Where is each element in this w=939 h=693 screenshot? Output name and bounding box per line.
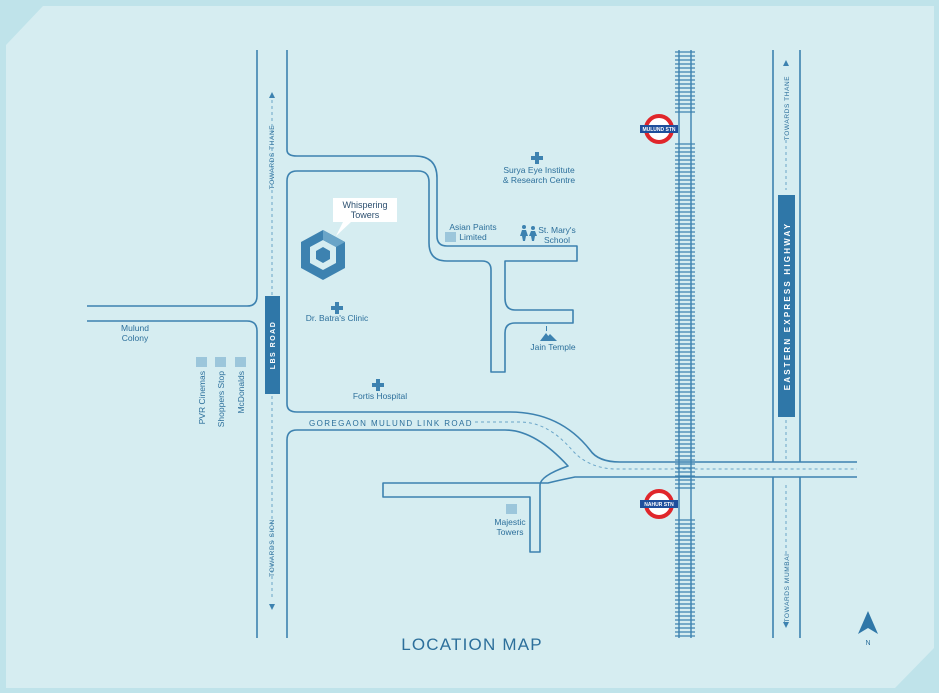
- project-name-line1: Whispering: [342, 200, 387, 210]
- mulund-colony-label-line1: Mulund: [121, 323, 149, 333]
- mcdonalds-label: McDonalds: [236, 371, 246, 414]
- map-background: [6, 6, 934, 688]
- medical-plus-icon: [372, 379, 384, 391]
- road-center-lines: [475, 140, 857, 555]
- arrow-up-icon: [269, 92, 275, 98]
- majestic-label-line1: Majestic: [494, 517, 526, 527]
- link-road-center-line: [475, 421, 857, 470]
- highway-arrow-up-icon: [783, 60, 789, 66]
- road-network: [87, 50, 857, 638]
- landmark-labels: Surya Eye Institute & Research Centre As…: [121, 165, 576, 537]
- lbs-north-direction: TOWARDS THANE: [269, 125, 276, 189]
- building-square-icon: [506, 504, 517, 514]
- st-marys-label-line2: School: [544, 235, 570, 245]
- temple-icon: [540, 326, 557, 341]
- lbs-road-east-edge: [286, 50, 857, 463]
- asian-paints-label-line2: Limited: [459, 232, 487, 242]
- lbs-south-direction: TOWARDS SION: [269, 519, 276, 577]
- jain-temple-label: Jain Temple: [530, 342, 575, 352]
- railway-sleepers: [675, 51, 695, 637]
- highway-label: EASTERN EXPRESS HIGHWAY: [783, 222, 792, 391]
- school-children-icon: [520, 225, 537, 241]
- building-square-icon: [235, 357, 246, 367]
- pvr-label: PVR Cinemas: [197, 371, 207, 424]
- highway-arrow-down-icon: [783, 622, 789, 628]
- st-marys-label-line1: St. Mary's: [538, 225, 576, 235]
- lbs-road-west-edge: [87, 50, 258, 638]
- surya-label-line2: & Research Centre: [503, 175, 576, 185]
- lbs-direction-markers: [269, 92, 275, 610]
- project-name-box: [333, 198, 397, 222]
- north-arrow-icon: N: [858, 611, 878, 647]
- medical-plus-icon: [531, 152, 543, 164]
- station-mulund: MULUND STN: [640, 114, 678, 144]
- north-label: N: [865, 640, 870, 647]
- lbs-road-badge: [265, 296, 280, 394]
- fortis-label: Fortis Hospital: [353, 391, 407, 401]
- highway-north-direction: TOWARDS THANE: [784, 76, 791, 140]
- lbs-road-label: LBS ROAD: [270, 321, 277, 370]
- majestic-label-line2: Towers: [497, 527, 524, 537]
- map-title: LOCATION MAP: [401, 635, 543, 654]
- building-square-icon: [215, 357, 226, 367]
- cube-logo-icon: [301, 230, 345, 280]
- medical-plus-icon: [331, 302, 343, 314]
- building-square-icon: [196, 357, 207, 367]
- building-square-icon: [445, 232, 456, 242]
- landmark-icons: [196, 152, 557, 514]
- highway-badge: [778, 195, 795, 417]
- surya-label-line1: Surya Eye Institute: [503, 165, 575, 175]
- nahur-station-label: NAHUR STN: [644, 502, 674, 508]
- arrow-down-icon: [269, 604, 275, 610]
- batra-clinic-label: Dr. Batra's Clinic: [306, 313, 369, 323]
- shoppers-stop-label: Shoppers Stop: [216, 371, 226, 428]
- mulund-colony-label-line2: Colony: [122, 333, 149, 343]
- mulund-station-label: MULUND STN: [642, 127, 675, 133]
- railway-line: [675, 50, 695, 638]
- highway-south-direction: TOWARDS MUMBAI: [784, 553, 791, 622]
- project-name-line2: Towers: [351, 210, 380, 220]
- link-road-south-edge: [286, 429, 857, 638]
- whispering-towers-marker: Whispering Towers: [301, 198, 397, 280]
- asian-paints-label-line1: Asian Paints: [449, 222, 496, 232]
- station-nahur: NAHUR STN: [640, 489, 678, 519]
- link-road-label: GOREGAON MULUND LINK ROAD: [309, 419, 473, 428]
